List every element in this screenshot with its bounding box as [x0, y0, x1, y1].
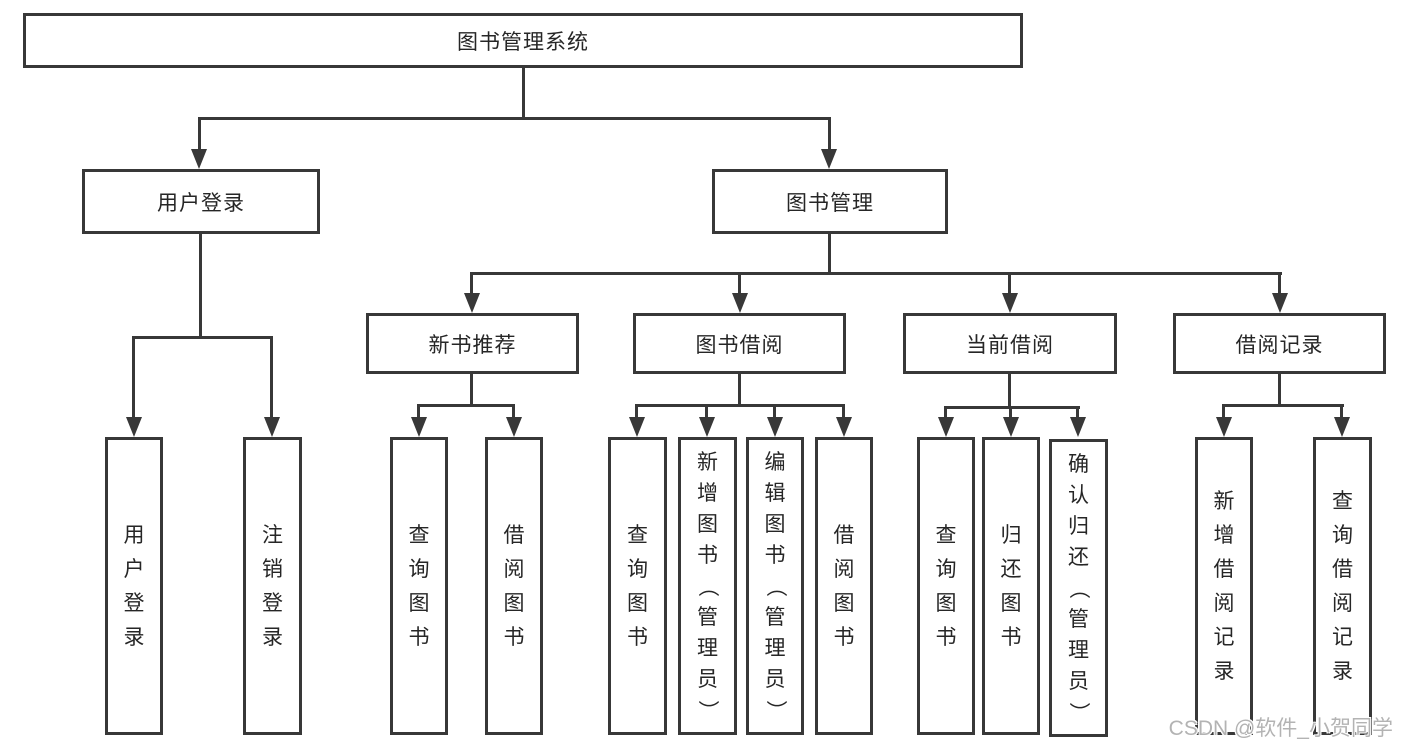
connector-drop-book-borrow [738, 272, 741, 296]
leaf-confirm-return-admin: 确认归还（管理员） [1049, 439, 1108, 737]
arrow-down-icon [1003, 417, 1019, 437]
leaf-query-borrow-record: 查询借阅记录 [1313, 437, 1372, 735]
arrow-down-icon [699, 417, 715, 437]
leaf-borrow-books: 借阅图书 [815, 437, 873, 735]
node-new-book-recommend: 新书推荐 [366, 313, 579, 374]
connector-recommend-trunk [470, 374, 473, 406]
leaf-edit-books-admin: 编辑图书（管理员） [746, 437, 804, 735]
leaf-query-books: 查询图书 [608, 437, 667, 735]
arrow-down-icon [821, 149, 837, 169]
connector-drop-user-login [198, 117, 201, 150]
csdn-watermark: CSDN @软件_小贺同学 [1168, 717, 1393, 740]
connector-borrow-bar [635, 404, 845, 407]
arrow-down-icon [767, 417, 783, 437]
arrow-down-icon [411, 417, 427, 437]
node-book-borrow: 图书借阅 [633, 313, 846, 374]
connector-root-trunk [522, 68, 525, 120]
arrow-down-icon [1070, 417, 1086, 437]
connector-drop-logout [270, 336, 273, 419]
leaf-borrow-books: 借阅图书 [485, 437, 543, 735]
connector-current-bar [944, 406, 1080, 409]
leaf-query-books: 查询图书 [917, 437, 975, 735]
connector-drop [1076, 406, 1079, 419]
arrow-down-icon [836, 417, 852, 437]
node-book-management: 图书管理 [712, 169, 948, 234]
arrow-down-icon [1216, 417, 1232, 437]
connector-drop-login [132, 336, 135, 419]
connector-drop-current-borrow [1008, 272, 1011, 296]
arrow-down-icon [732, 293, 748, 313]
leaf-user-login: 用户登录 [105, 437, 163, 735]
connector-drop [1340, 404, 1343, 419]
connector-drop-borrow-records [1278, 272, 1281, 296]
connector-user-login-bar [132, 336, 273, 339]
connector-user-login-trunk [199, 234, 202, 339]
connector-book-management-trunk [828, 234, 831, 275]
arrow-down-icon [264, 417, 280, 437]
leaf-add-books-admin: 新增图书（管理员） [678, 437, 737, 735]
arrow-down-icon [191, 149, 207, 169]
arrow-down-icon [506, 417, 522, 437]
leaf-add-borrow-record: 新增借阅记录 [1195, 437, 1253, 735]
arrow-down-icon [126, 417, 142, 437]
connector-borrow-trunk [738, 374, 741, 406]
connector-drop [417, 404, 420, 419]
arrow-down-icon [938, 417, 954, 437]
connector-drop [773, 404, 776, 419]
leaf-return-books: 归还图书 [982, 437, 1040, 735]
arrow-down-icon [1272, 293, 1288, 313]
leaf-query-books: 查询图书 [390, 437, 448, 735]
node-current-borrow: 当前借阅 [903, 313, 1117, 374]
connector-level3-bar [470, 272, 1282, 275]
connector-level2-bar [198, 117, 831, 120]
connector-drop [705, 404, 708, 419]
connector-drop [1009, 406, 1012, 419]
connector-drop-book-management [828, 117, 831, 150]
connector-drop [635, 404, 638, 419]
node-user-login: 用户登录 [82, 169, 320, 234]
arrow-down-icon [1334, 417, 1350, 437]
connector-drop [1222, 404, 1225, 419]
node-library-management-system: 图书管理系统 [23, 13, 1023, 68]
leaf-logout: 注销登录 [243, 437, 302, 735]
node-borrow-records: 借阅记录 [1173, 313, 1386, 374]
connector-drop [842, 404, 845, 419]
arrow-down-icon [629, 417, 645, 437]
connector-drop [512, 404, 515, 419]
connector-current-trunk [1008, 374, 1011, 408]
connector-drop [944, 406, 947, 419]
connector-recommend-bar [417, 404, 515, 407]
connector-records-trunk [1278, 374, 1281, 406]
connector-drop-new-books [470, 272, 473, 296]
connector-records-bar [1222, 404, 1344, 407]
arrow-down-icon [464, 293, 480, 313]
arrow-down-icon [1002, 293, 1018, 313]
